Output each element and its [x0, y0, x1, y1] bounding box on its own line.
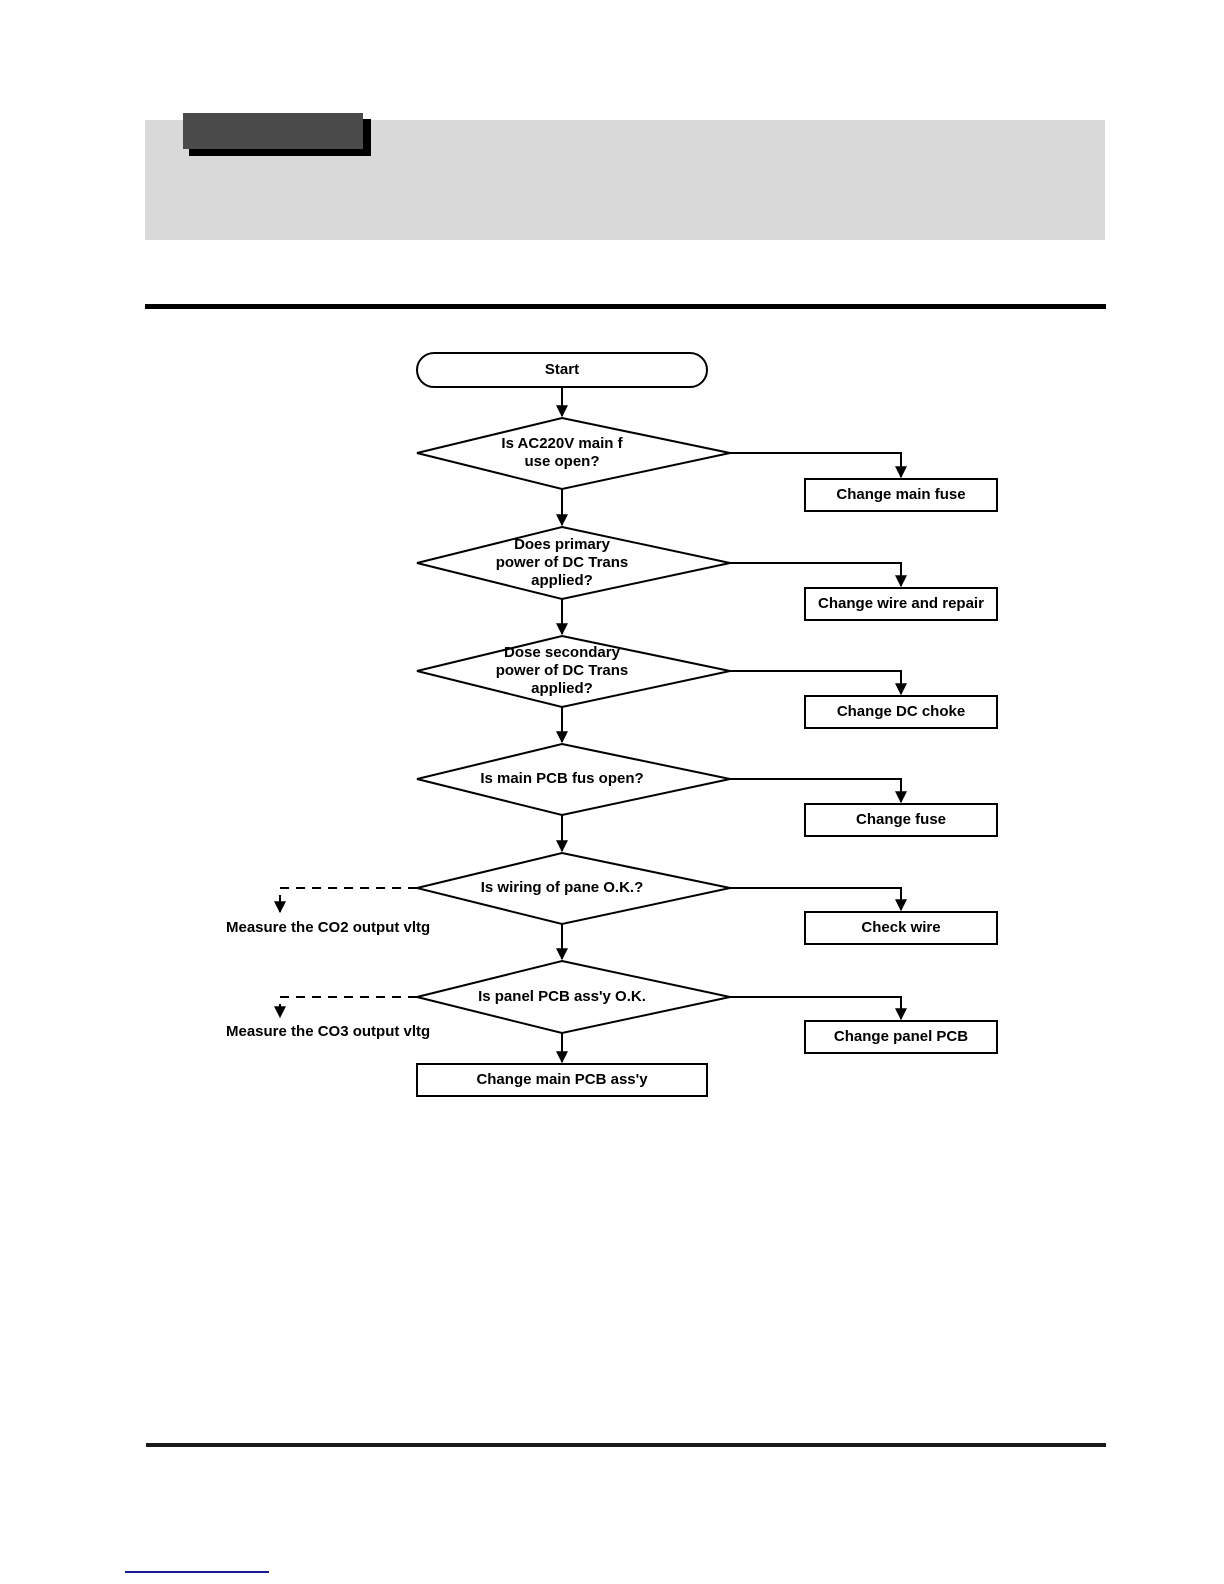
edge-d6-measure-co3 [274, 996, 417, 1019]
edge-d3-a3 [730, 670, 907, 696]
edge-d6-a6 [730, 996, 907, 1021]
node-a6-shape [804, 1020, 998, 1054]
node-d6-shape [416, 959, 731, 1035]
node-a4-shape [804, 803, 998, 837]
edge-d1-a1 [730, 452, 907, 479]
node-start-shape [416, 352, 708, 388]
header-divider-rule [145, 304, 1106, 309]
node-d5-shape [416, 851, 731, 926]
node-a5-shape [804, 911, 998, 945]
footer-divider-rule [146, 1443, 1106, 1447]
node-d3-shape [416, 634, 731, 709]
edge-d5-measure-co2 [274, 887, 417, 914]
header-tab [183, 113, 363, 149]
node-a3-shape [804, 695, 998, 729]
footer-mark [125, 1571, 269, 1573]
node-a1-shape [804, 478, 998, 512]
node-d1-shape [416, 416, 731, 491]
node-d4-shape [416, 742, 731, 817]
edge-d4-a4 [730, 778, 907, 804]
node-a2-shape [804, 587, 998, 621]
node-end-shape [416, 1063, 708, 1097]
annotation-measure-co3-label: Measure the CO3 output vltg [226, 1023, 431, 1040]
edge-d5-a5 [730, 887, 907, 912]
node-d2-shape [416, 525, 731, 601]
edge-d2-a2 [730, 562, 907, 588]
annotation-measure-co2-label: Measure the CO2 output vltg [226, 919, 431, 936]
